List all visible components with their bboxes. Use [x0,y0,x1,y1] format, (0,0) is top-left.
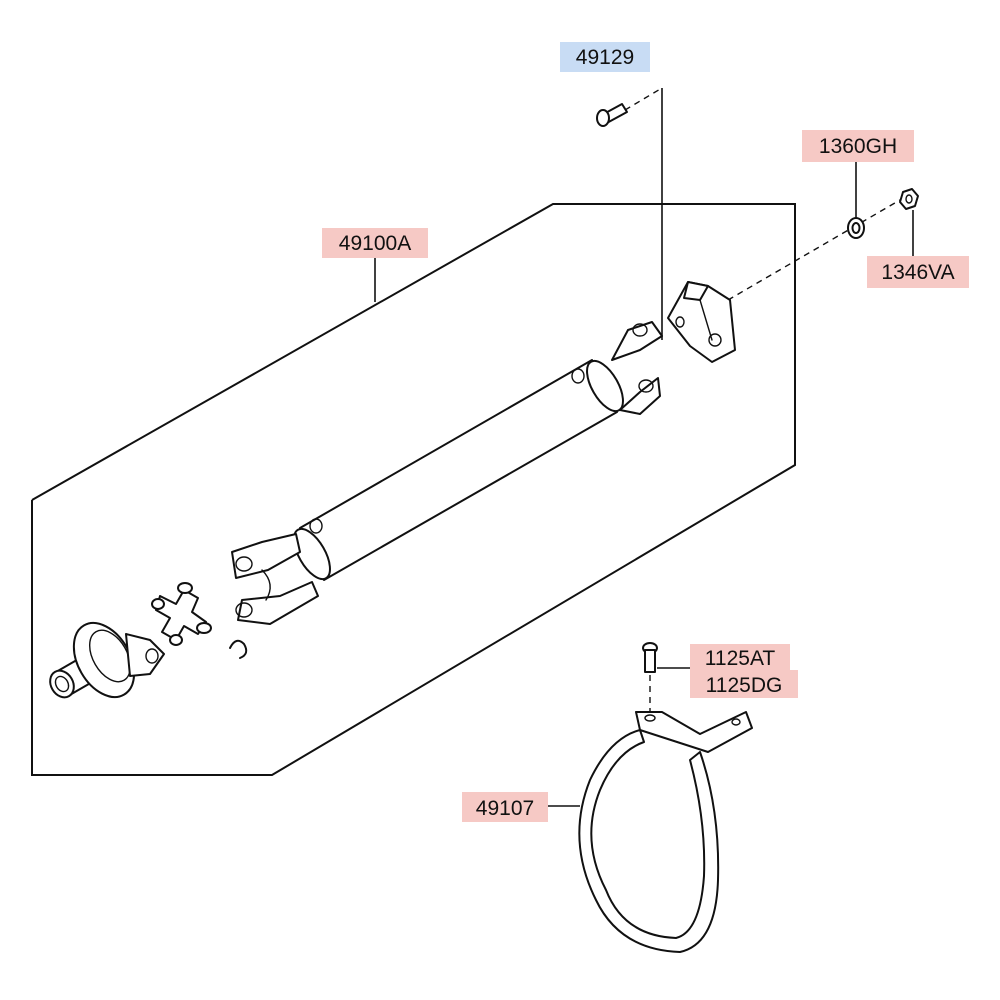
label-text: 49107 [476,797,534,820]
slip-yoke-part [49,622,165,699]
label-text: 1125AT [705,647,776,670]
label-support-bracket[interactable]: 49107 [462,792,548,822]
label-washer[interactable]: 1360GH [802,130,914,162]
label-background [560,42,650,72]
label-background [867,256,969,288]
label-text: 1346VA [881,261,954,284]
label-background [322,228,428,258]
label-text: 49100A [339,232,411,255]
bolt-alignment-line [624,87,663,111]
assembly-frame [31,203,796,776]
flange-alignment-line [727,199,901,301]
label-background [690,670,798,698]
label-background [802,130,914,162]
label-background [462,792,548,822]
label-text: 49129 [576,46,634,69]
bracket-bolt-part [642,642,658,673]
label-background [690,644,790,670]
label-text: 1360GH [819,135,897,158]
universal-joint-spider [151,582,212,646]
mounting-bolt-part [596,103,628,127]
label-mounting-bolt[interactable]: 49129 [560,42,650,72]
label-shaft-assembly[interactable]: 49100A [322,228,428,258]
snap-ring-part [229,639,248,659]
label-text: 1125DG [706,674,783,697]
companion-flange-part [667,281,736,363]
label-nut[interactable]: 1346VA [867,256,969,288]
drive-shaft-tube [231,321,663,625]
label-bracket-bolt-b[interactable]: 1125DG [690,670,798,698]
label-bracket-bolt-a[interactable]: 1125AT [690,644,790,670]
washer-part [847,217,865,239]
nut-part [899,188,919,210]
support-bracket-part [578,711,753,953]
